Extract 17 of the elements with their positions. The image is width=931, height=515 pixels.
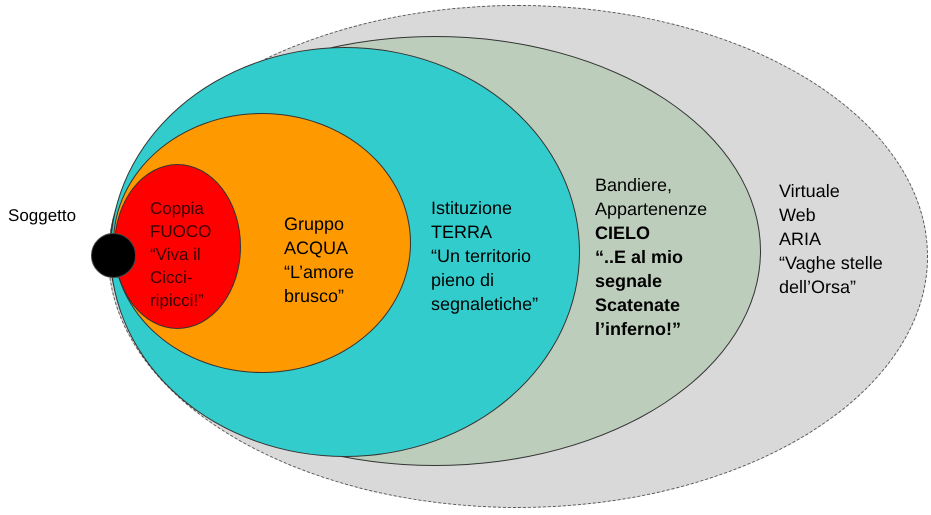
- ellipse-text: “Viva il Cicci-ripicci!”: [150, 244, 205, 312]
- ellipse-text: Coppia: [150, 198, 205, 220]
- subject-label: Soggetto: [8, 206, 76, 226]
- ellipse-text: “..E al mio segnale Scatenate l’inferno!”: [595, 246, 684, 341]
- ellipse-text: Gruppo: [284, 213, 346, 236]
- ellipse-text: TERRA: [431, 221, 494, 244]
- ellipse-text: ARIA: [779, 228, 822, 251]
- ellipse-text: “Un territorio pieno di segnaletiche”: [431, 245, 540, 316]
- ellipse-text: FUOCO: [150, 221, 212, 243]
- ellipse-text: Istituzione: [431, 197, 514, 220]
- ellipse-text: Bandiere, Appartenenze: [595, 174, 708, 221]
- ellipse-text: Web: [779, 204, 817, 227]
- ellipse-text: “Vaghe stelle dell’Orsa”: [779, 252, 884, 299]
- ellipse-text: CIELO: [595, 222, 652, 245]
- ellipse-text: Virtuale: [779, 180, 841, 203]
- ellipse-text: ACQUA: [284, 237, 350, 260]
- ellipse-text: “L’amore brusco”: [284, 261, 356, 308]
